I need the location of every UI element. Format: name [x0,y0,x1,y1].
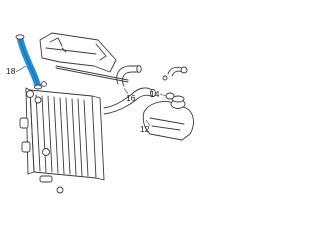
reservoir-cap-14 [165,92,175,100]
radiator [19,87,105,183]
hose-16 [116,65,142,87]
left-fittings [26,81,64,194]
coolant-reservoir-12 [142,95,194,141]
callout-14: 14 [150,89,160,99]
overflow-hose [162,66,188,81]
lower-hose [103,87,156,115]
leader-lines [15,65,167,127]
callout-12: 12 [140,124,150,134]
support-rod [55,65,129,83]
upper-shroud [39,32,117,73]
callout-16: 16 [126,93,136,103]
parts-diagram: 18 16 14 12 [6,32,194,194]
upper-radiator-hose-18 [15,34,43,90]
callout-18: 18 [6,66,16,76]
